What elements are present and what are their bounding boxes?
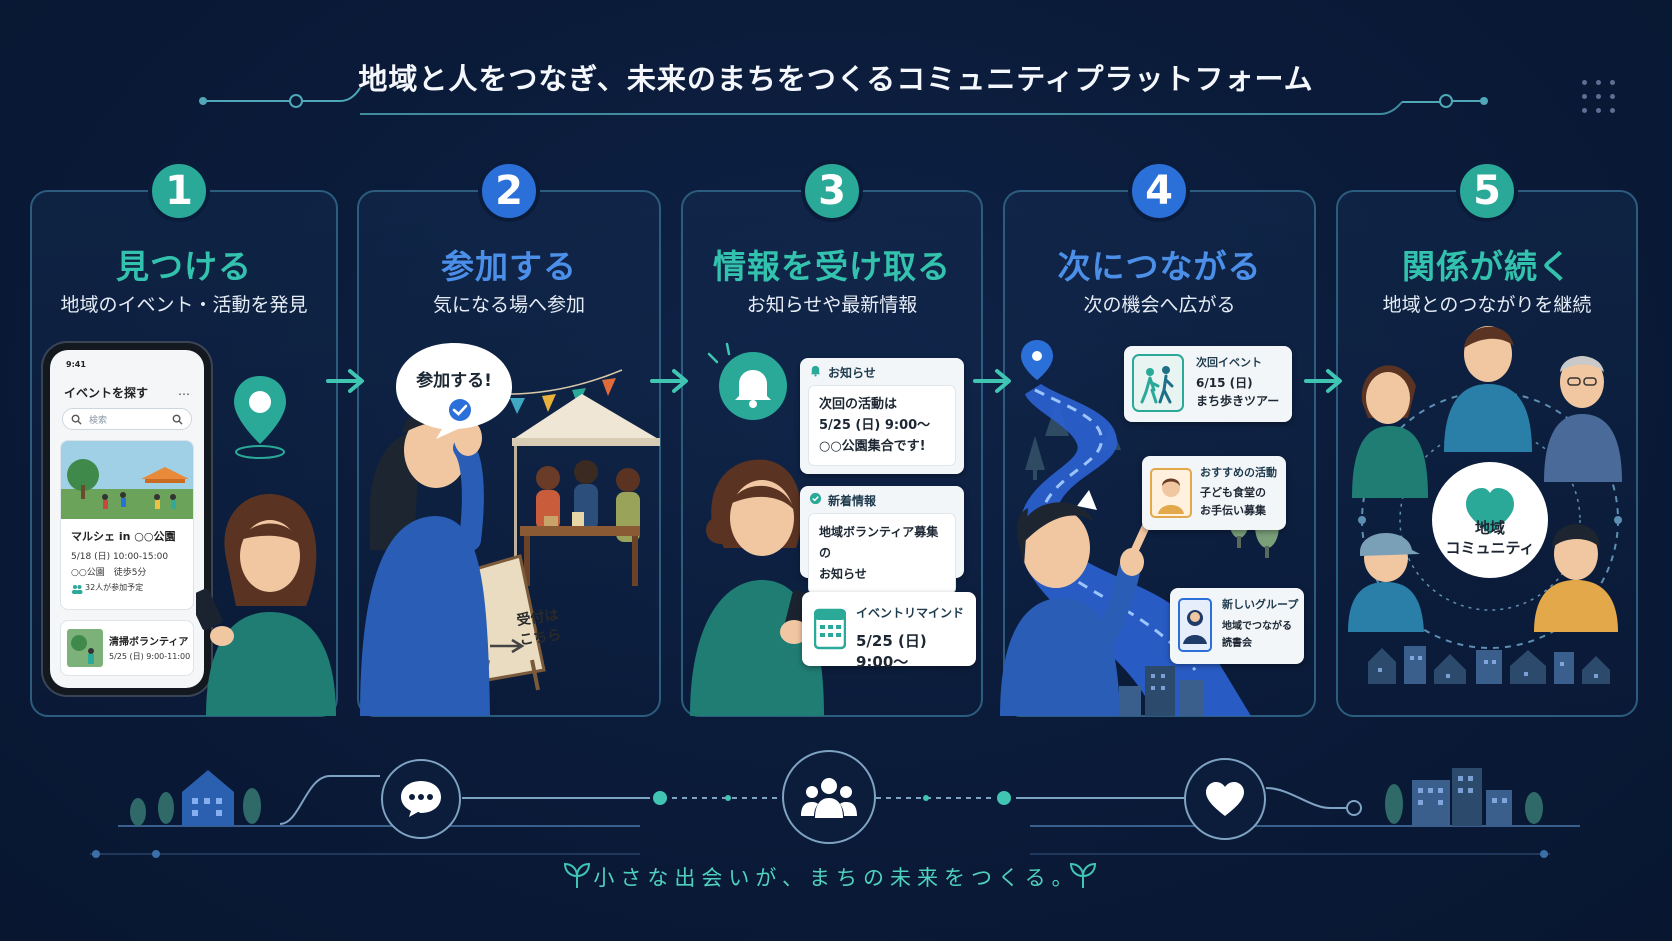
next-event-card[interactable]: 次回イベント 6/15 (日) まち歩きツアー (1124, 346, 1292, 422)
step-subtitle-2: 気になる場へ参加 (432, 294, 585, 316)
community-button[interactable] (782, 750, 876, 844)
news-label: 新着情報 (828, 494, 877, 508)
bell-icon (707, 342, 787, 420)
event-date: 5/18 (日) 10:00-15:00 (71, 552, 169, 562)
group-avatar-icon (1178, 598, 1212, 652)
new-group-card[interactable]: 新しいグループ 地域でつながる 読書会 (1170, 588, 1304, 664)
sprout-icon (1069, 862, 1097, 888)
next-event-label: 次回イベント (1196, 356, 1262, 369)
event-card[interactable]: 清掃ボランティア 5/25 (日) 9:00-11:00 (60, 620, 194, 676)
event-date: 5/25 (日) 9:00-11:00 (109, 652, 191, 661)
chat-button[interactable] (381, 759, 461, 839)
notice-card[interactable]: お知らせ 次回の活動は 5/25 (日) 9:00〜 ○○公園集合です! (800, 358, 964, 474)
location-pin-icon (234, 376, 286, 459)
check-circle-icon (449, 399, 471, 421)
heart-icon (1206, 782, 1244, 816)
people-group-icon (801, 778, 857, 818)
community-center-label: 地域 コミュニティ (1445, 519, 1535, 557)
recommended-detail: 子ども食堂の お手伝い募集 (1200, 486, 1266, 517)
chat-bubble-icon (401, 781, 441, 817)
heart-button[interactable] (1184, 758, 1266, 840)
reminder-value: 5/25 (日) 9:00〜 (856, 632, 927, 671)
step-subtitle-4: 次の機会へ広がる (1083, 294, 1236, 316)
step-badge-5: 5 (1456, 160, 1518, 222)
search-icon (172, 414, 183, 425)
tagline: 小さな出会いが、まちの未来をつくる。 (593, 866, 1079, 890)
search-icon (71, 414, 82, 425)
reminder-label: イベントリマインド (856, 606, 965, 620)
event-photo (61, 441, 193, 519)
person-bottom-right (1534, 524, 1618, 632)
step-badge-3: 3 (801, 160, 863, 222)
person-top-left (1352, 365, 1428, 498)
event-title: マルシェ in ○○公園 (71, 530, 176, 543)
reminder-card[interactable]: イベントリマインド 5/25 (日) 9:00〜 (802, 592, 976, 671)
step-badge-4: 4 (1128, 160, 1190, 222)
arrow-right-icon (973, 369, 1011, 393)
speech-bubble (396, 343, 512, 439)
arrow-right-icon (1304, 369, 1342, 393)
more-icon[interactable]: … (178, 384, 190, 398)
next-event-detail: 6/15 (日) まち歩きツアー (1196, 376, 1280, 408)
chat-check-icon (809, 492, 822, 505)
recommended-label: おすすめの活動 (1200, 466, 1277, 479)
event-attendees: 32人が参加予定 (85, 583, 144, 592)
phone-mockup: 9:41 イベントを探す … 検索 マルシェ in ○○公園 5/18 (日) … (43, 343, 211, 695)
search-placeholder: 検索 (89, 416, 108, 426)
person-top-right (1544, 356, 1622, 482)
notice-label: お知らせ (828, 366, 876, 380)
community-circle-scene (1348, 326, 1622, 684)
phone-search-input[interactable]: 検索 (62, 408, 192, 430)
step-title-2: 参加する (441, 247, 577, 286)
event-photo (67, 629, 103, 667)
step-title-5: 関係が続く (1402, 247, 1572, 286)
step-title-4: 次につながる (1057, 247, 1262, 286)
step-subtitle-3: お知らせや最新情報 (746, 294, 918, 316)
phone-time: 9:41 (66, 360, 86, 369)
dot-grid-decoration (1582, 80, 1618, 116)
woman-reading-phone-illustration (690, 459, 824, 716)
step-badge-1: 1 (148, 160, 210, 222)
step-title-1: 見つける (116, 247, 252, 286)
step-subtitle-5: 地域とのつながりを継続 (1382, 294, 1592, 316)
arrow-right-icon (326, 369, 364, 393)
new-group-label: 新しいグループ (1222, 598, 1299, 611)
child-avatar-icon (1150, 468, 1192, 518)
people-icon (72, 585, 83, 594)
new-group-detail: 地域でつながる 読書会 (1222, 621, 1292, 649)
bottom-connector-lines (90, 768, 1580, 858)
step-title-3: 情報を受け取る (713, 247, 951, 286)
news-card[interactable]: 新着情報 地域ボランティア募集の お知らせ (800, 486, 964, 594)
step-subtitle-1: 地域のイベント・活動を発見 (60, 294, 308, 316)
event-card[interactable]: マルシェ in ○○公園 5/18 (日) 10:00-15:00 ○○公園 徒… (60, 440, 194, 610)
event-title: 清掃ボランティア (109, 637, 189, 648)
sprout-icon (563, 862, 591, 888)
person-top-center (1444, 326, 1532, 452)
person-bottom-left (1348, 532, 1424, 632)
title-decoration (199, 87, 1488, 115)
calendar-icon (814, 608, 846, 650)
phone-header: イベントを探す (64, 386, 149, 400)
woman-with-phone-illustration (196, 494, 336, 716)
speech-bubble-text: 参加する! (416, 371, 492, 391)
phone-screen: 9:41 イベントを探す … 検索 マルシェ in ○○公園 5/18 (日) … (50, 350, 204, 688)
recommended-activity-card[interactable]: おすすめの活動 子ども食堂の お手伝い募集 (1142, 456, 1286, 530)
step-badge-2: 2 (478, 160, 540, 222)
bell-icon (810, 365, 821, 377)
man-pointing-illustration (1000, 502, 1150, 716)
event-place: ○○公園 徒歩5分 (71, 568, 147, 578)
page-title: 地域と人をつなぎ、未来のまちをつくるコミュニティプラットフォーム (358, 62, 1314, 96)
arrow-right-icon (650, 369, 688, 393)
walking-people-icon (1132, 354, 1184, 412)
